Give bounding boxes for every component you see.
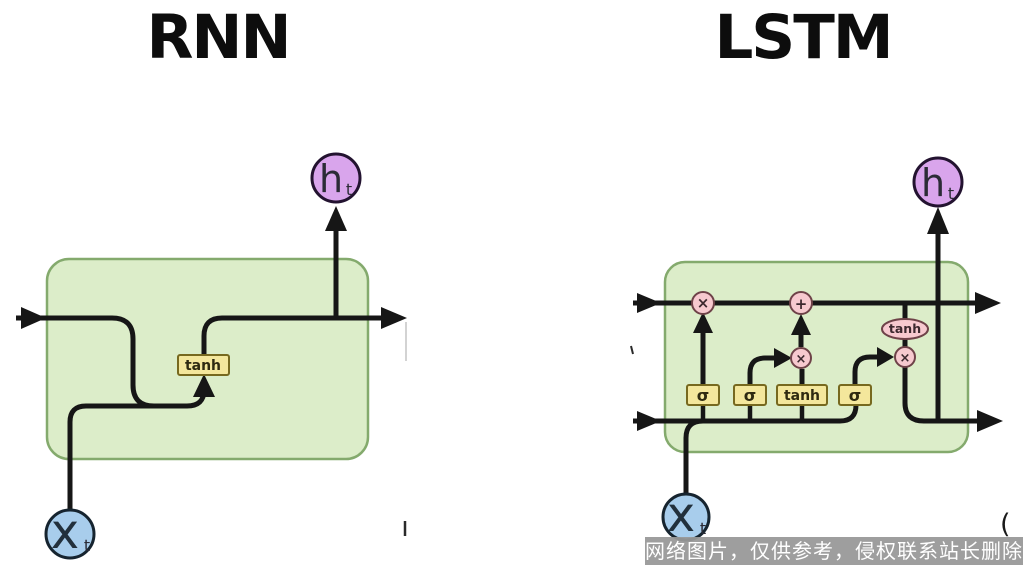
lstm-input-gate-label: σ	[744, 386, 756, 405]
rnn-ht-arrowhead	[325, 206, 347, 231]
lstm-cell-tanh-label: tanh	[889, 321, 921, 336]
lstm-output-mult-op	[894, 346, 916, 368]
lstm-add-op	[789, 291, 813, 315]
rnn-diagram: tanh h t x t	[16, 152, 407, 560]
lstm-diagram: × + × tanh × σ σ tanh σ h t x	[633, 156, 1003, 543]
lstm-cell-in-arrowhead	[637, 293, 661, 313]
lstm-input-mult-op	[790, 347, 812, 369]
lstm-add-arrowhead	[791, 314, 811, 335]
lstm-hidden-in-arrowhead	[637, 411, 661, 431]
artifact-paren-mark: (	[1000, 509, 1011, 540]
lstm-candidate-gate-label: tanh	[784, 388, 820, 404]
lstm-add-label: +	[795, 295, 808, 313]
lstm-output-label: h	[921, 161, 945, 205]
rnn-output-line	[201, 315, 384, 355]
lstm-input-arrowhead	[774, 348, 792, 368]
rnn-input-node	[44, 508, 96, 560]
lstm-input-gate	[733, 384, 767, 406]
lstm-output-gate-line	[852, 354, 879, 385]
lstm-hidden-state-line	[633, 404, 859, 424]
lstm-forget-gate-label: σ	[697, 386, 709, 405]
lstm-hidden-out-arrowhead	[977, 410, 1003, 432]
lstm-xt-line	[683, 418, 704, 495]
lstm-forget-gate	[686, 384, 720, 406]
rnn-input-subscript: t	[84, 536, 90, 555]
lstm-cell-out-arrowhead	[975, 292, 1001, 314]
artifact-small-tick	[630, 345, 634, 355]
lstm-cell-tanh-oval	[881, 318, 929, 340]
rnn-output-node	[310, 152, 362, 204]
lstm-output-gate	[838, 384, 872, 406]
lstm-input-label: x	[667, 487, 695, 543]
rnn-output-label: h	[319, 157, 343, 201]
rnn-tanh-gate	[177, 354, 230, 376]
lstm-output-arrowhead	[877, 347, 894, 367]
lstm-title: LSTM	[714, 2, 893, 73]
lstm-input-subscript: t	[700, 519, 706, 538]
lstm-output-exit-line	[902, 366, 980, 424]
lstm-input-gate-line	[747, 355, 776, 385]
lstm-output-node	[912, 156, 964, 208]
lstm-forget-mult-label: ×	[697, 294, 710, 312]
rnn-output-arrowhead	[381, 307, 407, 329]
lstm-forget-mult-op	[691, 291, 715, 315]
lstm-forget-arrowhead	[693, 312, 713, 333]
lstm-candidate-gate	[776, 384, 828, 406]
rnn-input-label: x	[51, 504, 79, 560]
rnn-tanh-arrowhead	[193, 374, 215, 397]
rnn-input-arrowhead	[21, 307, 46, 329]
watermark-bar: 网络图片，仅供参考，侵权联系站长删除	[645, 537, 1023, 565]
rnn-title: RNN	[146, 2, 291, 73]
image-artifacts: (	[403, 322, 1011, 540]
lstm-output-gate-label: σ	[849, 386, 861, 405]
rnn-output-subscript: t	[346, 180, 352, 199]
lstm-ht-arrowhead	[927, 207, 949, 234]
rnn-tanh-label: tanh	[185, 358, 221, 374]
lstm-input-mult-label: ×	[796, 352, 807, 367]
watermark-text: 网络图片，仅供参考，侵权联系站长删除	[645, 539, 1023, 563]
lstm-output-subscript: t	[948, 184, 954, 203]
lstm-output-mult-label: ×	[900, 351, 911, 366]
